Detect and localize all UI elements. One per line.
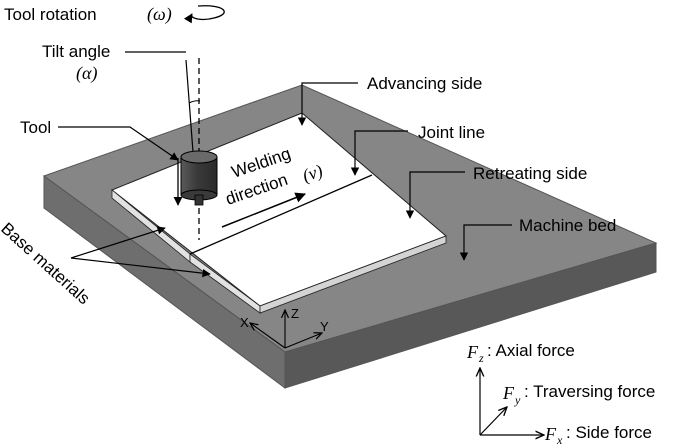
force-y-subscript: y	[514, 393, 521, 407]
tilt-arc	[188, 100, 201, 104]
force-y-symbol: F	[502, 383, 515, 403]
label-tilt-angle-symbol: (α)	[76, 63, 97, 84]
joint-line	[189, 174, 373, 255]
tool-pin	[194, 194, 204, 206]
leader-retreating-side	[405, 171, 465, 219]
force-z-label: : Axial force	[487, 341, 575, 360]
coord-label-y: Y	[320, 319, 329, 334]
force-axis-y	[479, 407, 507, 436]
label-tilt-angle: Tilt angle	[42, 42, 110, 61]
label-retreating-side: Retreating side	[473, 164, 587, 183]
label-machine-bed: Machine bed	[519, 216, 616, 235]
tool-shoulder-top	[180, 150, 218, 164]
force-legend: F z : Axial force F y : Traversing force…	[466, 341, 655, 447]
leader-advancing-side	[297, 82, 358, 126]
label-tool-rotation: Tool rotation	[4, 5, 97, 24]
force-x-symbol: F	[544, 424, 557, 444]
tilt-line	[185, 59, 194, 153]
leader-joint-line	[350, 130, 408, 176]
force-z-symbol: F	[466, 342, 479, 362]
coord-axis-y	[284, 333, 322, 349]
coord-label-z: Z	[291, 306, 299, 321]
leader-tool	[58, 126, 179, 161]
leader-machine-bed	[459, 224, 512, 261]
welding-direction-arrow	[221, 192, 306, 228]
label-tool-rotation-symbol: (ω)	[147, 4, 172, 25]
plate-side-edge	[259, 235, 447, 314]
leader-base-materials-1	[70, 226, 166, 259]
tool	[173, 58, 218, 240]
rotation-arrow-icon	[183, 5, 225, 24]
force-y-label: : Traversing force	[524, 382, 655, 401]
force-z-subscript: z	[478, 351, 484, 365]
force-x-subscript: x	[556, 433, 563, 447]
coord-label-x: X	[240, 315, 249, 330]
coord-axis-x	[250, 323, 286, 349]
label-joint-line: Joint line	[418, 123, 485, 142]
force-x-label: : Side force	[566, 423, 652, 442]
coordinate-frame: X Y Z	[240, 306, 329, 349]
leader-base-materials-2	[70, 257, 211, 278]
label-tool: Tool	[20, 118, 51, 137]
label-advancing-side: Advancing side	[367, 74, 482, 93]
machine-bed-side	[284, 242, 657, 389]
